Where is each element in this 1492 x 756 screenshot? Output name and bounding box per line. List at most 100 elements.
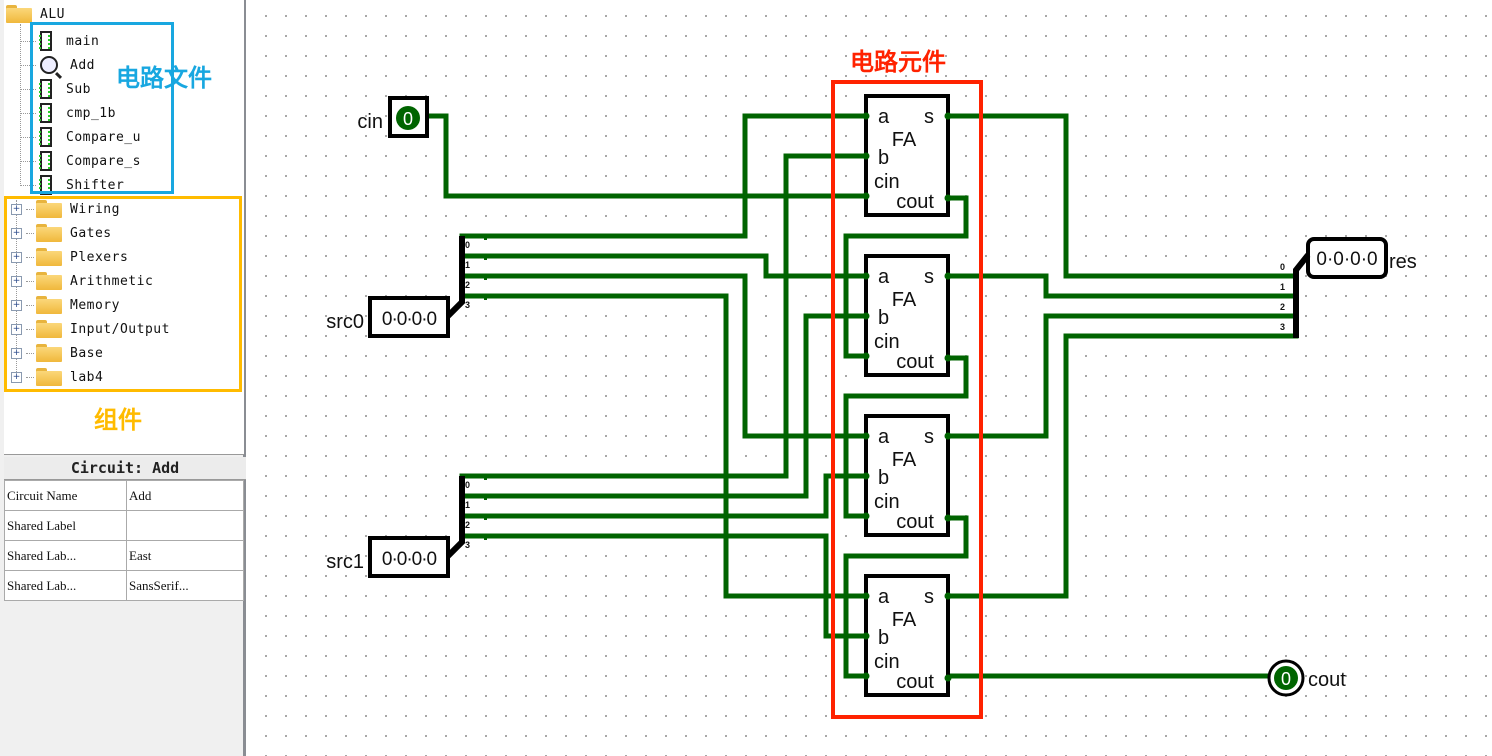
attribute-row[interactable]: Shared Label — [4, 510, 244, 541]
pin-connector[interactable] — [944, 432, 952, 440]
expand-icon[interactable]: + — [11, 203, 22, 215]
expand-icon[interactable]: + — [11, 275, 22, 287]
pin-connector[interactable] — [944, 112, 952, 120]
circuit-icon — [39, 103, 52, 123]
pin-connector[interactable] — [944, 592, 952, 600]
pin-label-cout: cout — [896, 191, 934, 213]
attribute-value[interactable] — [126, 510, 244, 541]
wire-carry-2[interactable] — [843, 515, 969, 679]
project-root[interactable]: ALU — [6, 2, 65, 26]
annotation-label-components: 组件 — [94, 406, 142, 434]
pin-connector[interactable] — [944, 354, 952, 362]
expand-icon[interactable]: + — [11, 347, 22, 359]
pin-connector[interactable] — [862, 592, 870, 600]
library-item-lab4[interactable]: +lab4 — [11, 365, 103, 389]
pin-connector[interactable] — [862, 632, 870, 640]
attribute-value[interactable]: Add — [126, 480, 244, 511]
pin-connector[interactable] — [862, 112, 870, 120]
pin-connector[interactable] — [944, 194, 952, 202]
splitter-bar[interactable] — [445, 236, 465, 319]
circuit-item-shifter[interactable]: Shifter — [20, 173, 124, 197]
wire-src0-bit1[interactable] — [459, 253, 869, 279]
wire-cin[interactable] — [425, 113, 869, 199]
wire-src0-bit3[interactable] — [459, 293, 869, 599]
wire-carry-0[interactable] — [843, 195, 969, 359]
splitter-bar[interactable] — [445, 476, 465, 559]
folder-icon — [36, 368, 62, 386]
circuit-item-sub[interactable]: Sub — [20, 77, 91, 101]
wire-carry-1[interactable] — [843, 355, 969, 519]
pin-connector[interactable] — [862, 192, 870, 200]
component-name: FA — [892, 289, 917, 311]
library-item-label: Memory — [70, 297, 120, 313]
input-pin-box[interactable] — [368, 536, 450, 578]
pin-connector[interactable] — [862, 152, 870, 160]
library-item-gates[interactable]: +Gates — [11, 221, 112, 245]
attribute-key: Shared Label — [4, 510, 127, 541]
splitter-bar[interactable] — [1293, 253, 1311, 338]
folder-icon — [36, 344, 62, 362]
circuit-item-compare-u[interactable]: Compare_u — [20, 125, 141, 149]
library-item-label: Input/Output — [70, 321, 170, 337]
library-item-input-output[interactable]: + Input/Output — [11, 317, 170, 341]
wire-sum-0[interactable] — [945, 113, 1299, 279]
pin-connector[interactable] — [944, 272, 952, 280]
full-adder-box[interactable] — [864, 414, 950, 537]
expand-icon[interactable]: + — [11, 299, 22, 311]
wire-src0-bit0[interactable] — [459, 113, 869, 239]
library-item-arithmetic[interactable]: +Arithmetic — [11, 269, 153, 293]
library-item-wiring[interactable]: +Wiring — [11, 197, 120, 221]
wires — [425, 113, 1299, 679]
circuit-item-cmp-1b[interactable]: cmp_1b — [20, 101, 116, 125]
pin-connector[interactable] — [944, 514, 952, 522]
tree-guide — [26, 328, 34, 330]
pin-connector[interactable] — [862, 512, 870, 520]
circuit-item-main[interactable]: main — [20, 29, 99, 53]
library-item-base[interactable]: +Base — [11, 341, 103, 365]
expand-icon[interactable]: + — [11, 251, 22, 263]
pin-connector[interactable] — [944, 674, 952, 682]
full-adder-box[interactable] — [864, 94, 950, 217]
wire-sum-1[interactable] — [945, 273, 1299, 299]
attribute-table-title: Circuit: Add — [4, 457, 246, 480]
pin-connector[interactable] — [862, 352, 870, 360]
attribute-key: Shared Lab... — [4, 570, 127, 601]
pin-connector[interactable] — [862, 472, 870, 480]
attribute-value[interactable]: SansSerif... — [126, 570, 244, 601]
wire-sum-3[interactable] — [945, 333, 1299, 599]
library-item-plexers[interactable]: +Plexers — [11, 245, 128, 269]
input-pin-box[interactable] — [368, 296, 450, 338]
pin-connector[interactable] — [862, 672, 870, 680]
input-pin-value-bg — [396, 106, 420, 130]
pin-connector[interactable] — [862, 432, 870, 440]
expand-icon[interactable]: + — [11, 323, 22, 335]
wire-sum-2[interactable] — [945, 313, 1299, 439]
attribute-row[interactable]: Shared Lab...SansSerif... — [4, 570, 244, 601]
expand-icon[interactable]: + — [11, 371, 22, 383]
library-item-memory[interactable]: + Memory — [11, 293, 120, 317]
expand-icon[interactable]: + — [11, 227, 22, 239]
circuit-item-add[interactable]: Add — [20, 53, 95, 77]
wire-src1-bit0[interactable] — [459, 153, 869, 479]
input-pin-label: src0 — [326, 311, 364, 333]
circuit-item-compare-s[interactable]: Compare_s — [20, 149, 141, 173]
wire-src1-bit1[interactable] — [459, 313, 869, 499]
wire-src1-bit3[interactable] — [459, 533, 869, 639]
pin-connector[interactable] — [862, 272, 870, 280]
pin-connector[interactable] — [862, 312, 870, 320]
